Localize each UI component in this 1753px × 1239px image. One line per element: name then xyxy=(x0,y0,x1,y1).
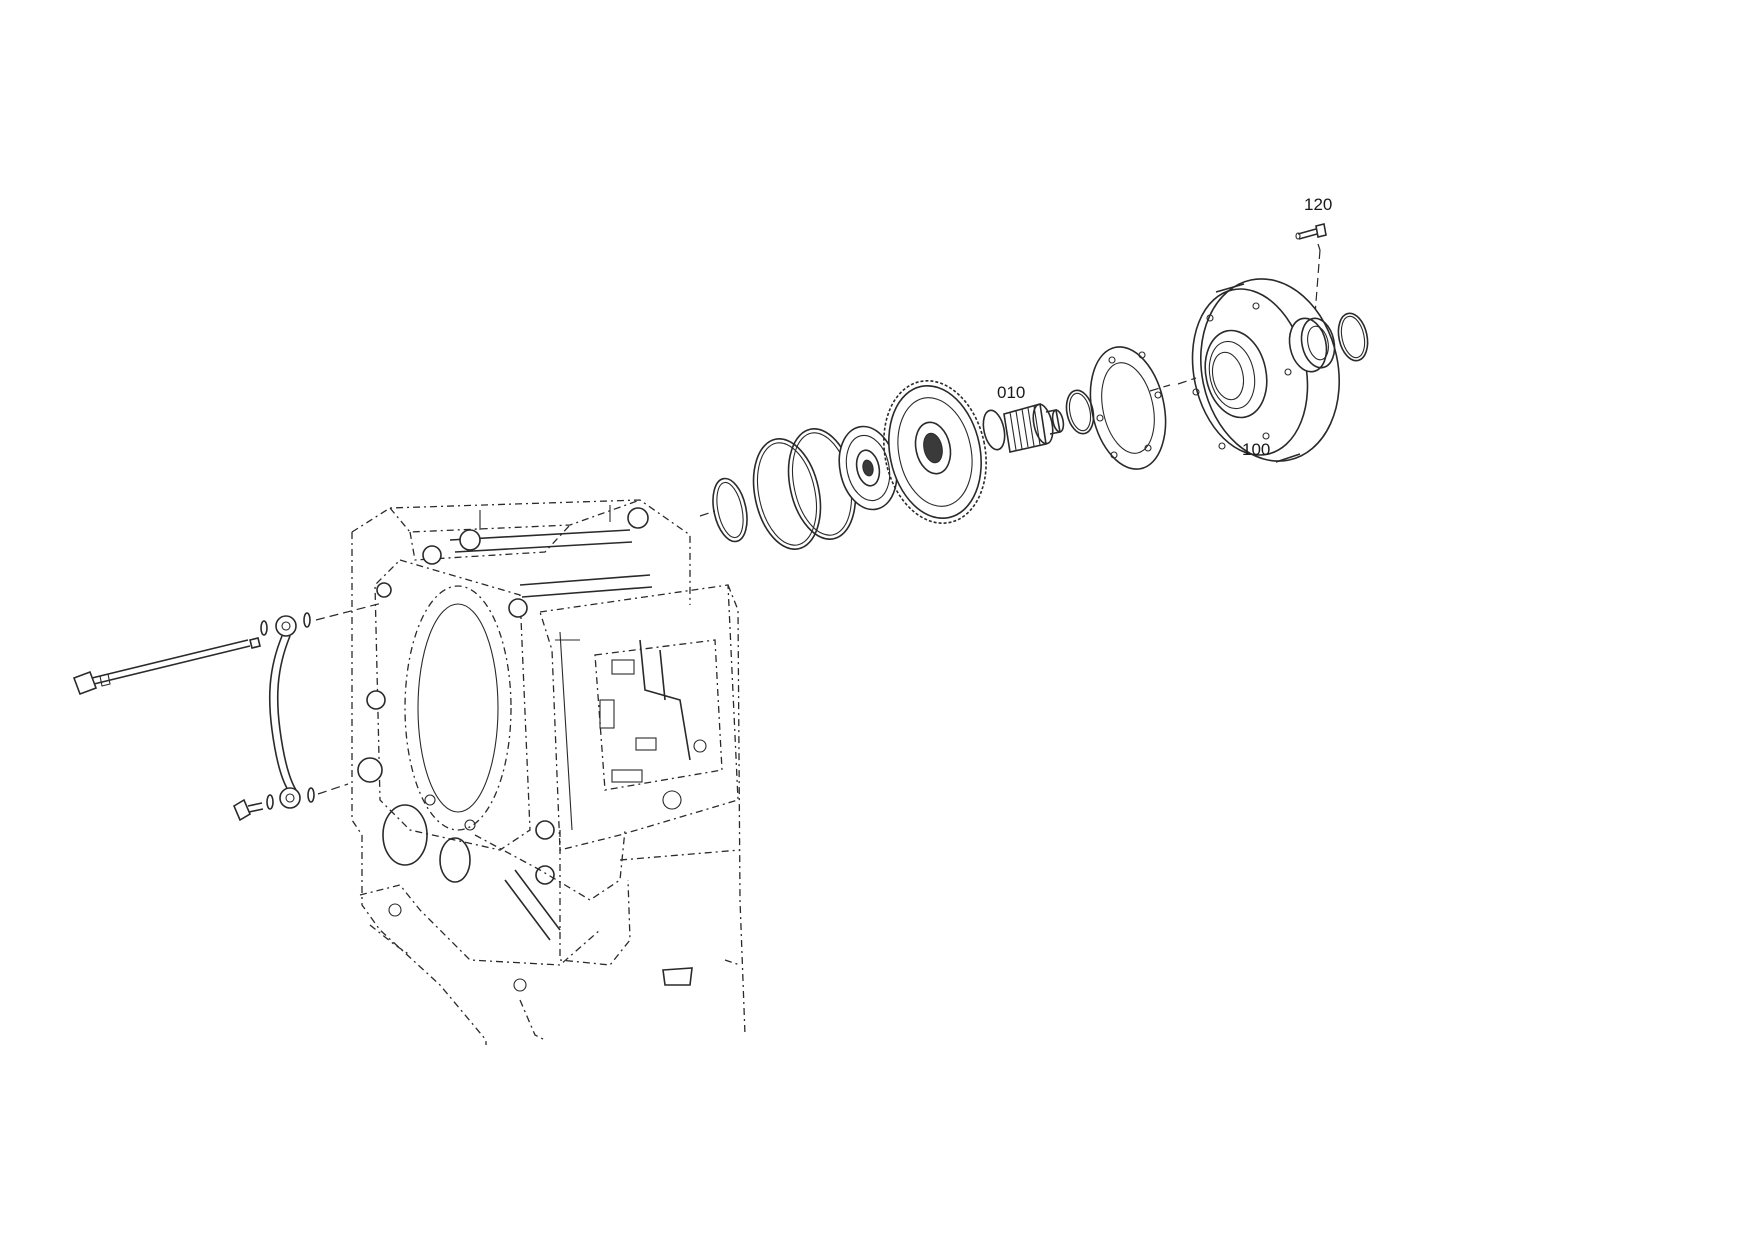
cap-screw xyxy=(1295,223,1327,240)
transmission-housing xyxy=(351,499,746,1045)
ball-bearing xyxy=(838,425,898,511)
flange-gasket xyxy=(1089,346,1167,470)
splined-shaft xyxy=(982,402,1065,453)
spur-gear xyxy=(883,380,987,524)
part-number-100: 100 xyxy=(1242,440,1271,459)
retaining-ring xyxy=(1337,312,1369,362)
o-ring-small xyxy=(1065,389,1095,435)
snap-ring-1 xyxy=(712,477,748,543)
oil-pipe-assembly xyxy=(72,602,383,822)
part-number-120: 120 xyxy=(1304,195,1333,214)
needle-bearing xyxy=(1288,317,1336,373)
seal-ring-1 xyxy=(752,438,822,550)
part-number-010: 010 xyxy=(997,383,1026,402)
